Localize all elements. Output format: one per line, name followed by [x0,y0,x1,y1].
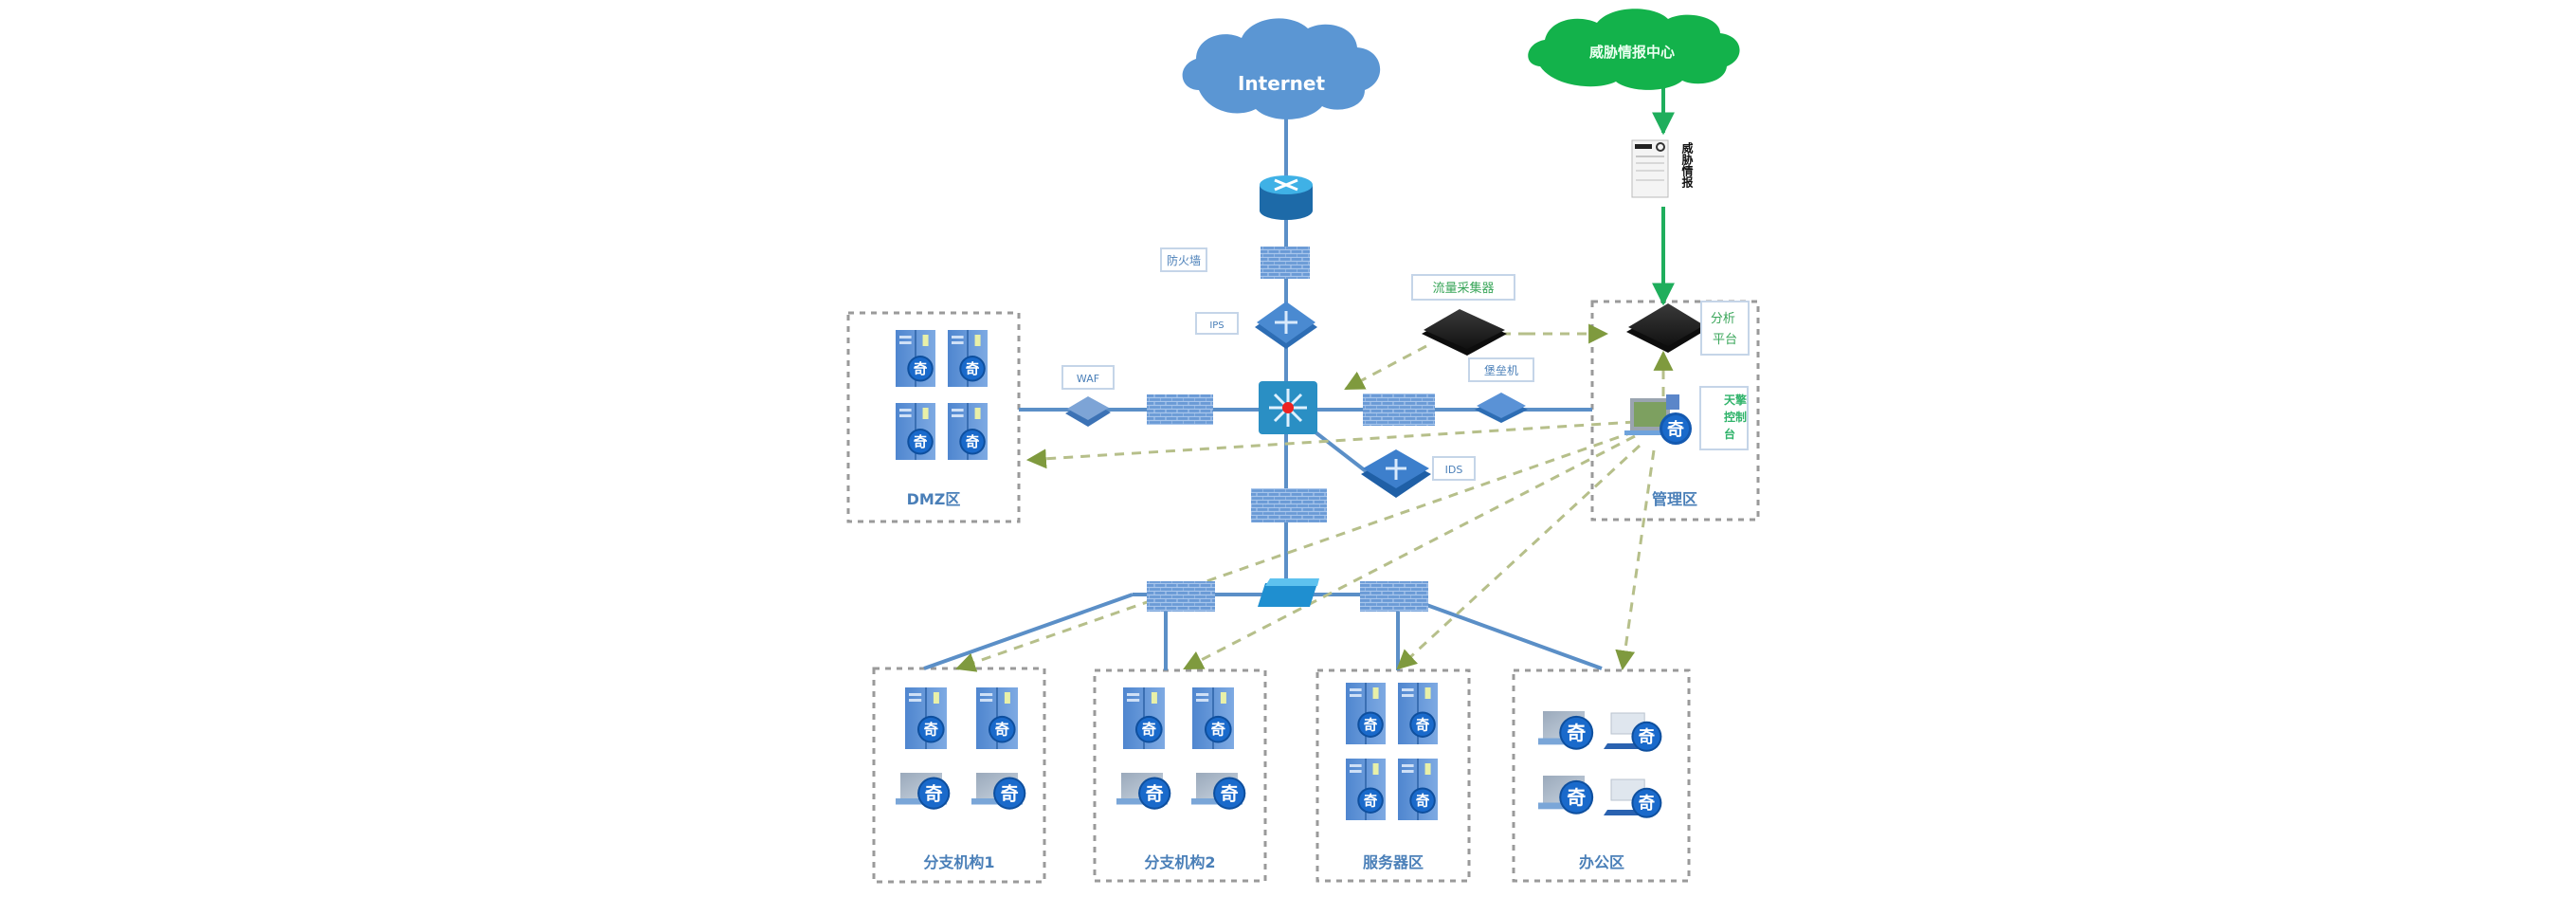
server-icon: 奇 [1346,759,1386,820]
zone-dmz [846,311,1021,523]
threat-intel-doc-label: 威胁情报 [1680,141,1694,189]
agent-badge-icon: 奇 [1364,792,1378,809]
zone-server [1315,668,1471,883]
branch2-devices: 奇奇奇奇 [1116,687,1246,810]
firewall-top: 防火墙 [1160,247,1310,279]
laptop-icon: 奇 [1116,773,1171,810]
agent-badge-icon: 奇 [995,721,1009,739]
server-icon: 奇 [1123,687,1165,749]
analysis-platform: 分析 平台 [1626,301,1750,356]
ips-device: IPS [1195,302,1317,349]
agent-badge-icon: 奇 [914,433,928,450]
agent-badge-icon: 奇 [1567,722,1586,744]
console-label: 天擎 控制 台 [1724,393,1751,441]
laptop-icon: 奇 [1191,773,1246,810]
zone-management [1590,300,1760,522]
waf-label: WAF [1077,373,1099,385]
firewall-mgmt [1363,394,1435,426]
server-icon: 奇 [1398,683,1438,744]
agent-badge-icon: 奇 [1567,786,1586,809]
dmz-servers: 奇奇奇奇 [896,330,988,460]
console-workstation: 奇 天擎 控制 台 [1624,386,1751,450]
access-switch [1258,578,1319,607]
server-icon: 奇 [976,687,1018,749]
agent-badge-icon: 奇 [1142,721,1156,739]
server-icon: 奇 [948,330,988,387]
agent-badge-icon: 奇 [1639,727,1656,747]
agent-badge-icon: 奇 [1416,716,1430,733]
server-icon: 奇 [948,403,988,460]
agent-badge-icon: 奇 [1364,716,1378,733]
agent-badge-icon: 奇 [1667,419,1684,440]
agent-badge-icon: 奇 [924,721,938,739]
analysis-platform-label-line2: 平台 [1713,333,1737,347]
threat-intel-document: 威胁情报 [1631,139,1694,198]
threat-intel-center-label: 威胁情报中心 [1589,44,1675,61]
analysis-platform-label-line1: 分析 [1711,312,1735,326]
ips-label: IPS [1209,320,1224,331]
waf-device: WAF [1061,365,1115,427]
agent-badge-icon: 奇 [1001,782,1019,804]
branch1-devices: 奇奇奇奇 [896,687,1026,810]
bastion-host: 堡垒机 [1468,357,1534,423]
firewall-label: 防火墙 [1167,253,1201,267]
agent-badge-icon: 奇 [1211,721,1225,739]
server-icon: 奇 [1398,759,1438,820]
zone-branch1 [872,667,1046,884]
traffic-collector-label: 流量采集器 [1432,281,1494,296]
zone-label-dmz: DMZ区 [907,490,961,508]
threat-intel-cloud: 威胁情报中心 [1528,9,1740,90]
agent-badge-icon: 奇 [925,782,943,804]
laptop-icon: 奇 [896,773,951,810]
server-icon: 奇 [896,330,935,387]
agent-badge-icon: 奇 [1146,782,1164,804]
desktop-pc-icon: 奇 [1604,712,1662,752]
firewall-internal [1251,488,1327,522]
internet-label: Internet [1238,72,1325,95]
server-icon: 奇 [905,687,947,749]
firewall-server [1360,581,1428,612]
zone-label-branch1: 分支机构1 [923,853,994,871]
laptop-icon: 奇 [1538,776,1594,815]
firewall-branch [1147,581,1215,612]
zone-label-office: 办公区 [1579,853,1624,871]
agent-badge-icon: 奇 [1221,782,1239,804]
traffic-collector: 流量采集器 [1411,274,1515,356]
agent-badge-icon: 奇 [966,360,980,377]
zone-label-mgmt: 管理区 [1652,490,1697,508]
firewall-dmz [1147,394,1213,425]
internet-cloud: Internet [1182,18,1381,119]
bastion-label: 堡垒机 [1484,363,1518,377]
desktop-pc-icon: 奇 [1604,778,1662,818]
core-switch [1259,381,1317,434]
ids-device: IDS [1361,449,1476,498]
zone-label-branch2: 分支机构2 [1144,853,1215,871]
zone-office [1512,668,1691,883]
laptop-icon: 奇 [971,773,1026,810]
laptop-icon: 奇 [1538,711,1594,750]
zone-label-server: 服务器区 [1363,853,1424,871]
server-zone-devices: 奇奇奇奇 [1346,683,1438,820]
agent-badge-icon: 奇 [1416,792,1430,809]
server-icon: 奇 [1346,683,1386,744]
analysis-platform-label: 分析 平台 [1711,312,1739,347]
agent-badge-icon: 奇 [966,433,980,450]
ids-label: IDS [1445,464,1463,476]
agent-badge-icon: 奇 [1639,794,1656,814]
agent-badge-icon: 奇 [914,360,928,377]
office-zone-devices: 奇奇奇奇 [1538,711,1662,818]
router-icon [1260,175,1313,220]
server-icon: 奇 [1192,687,1234,749]
server-icon: 奇 [896,403,935,460]
zone-branch2 [1093,668,1267,883]
